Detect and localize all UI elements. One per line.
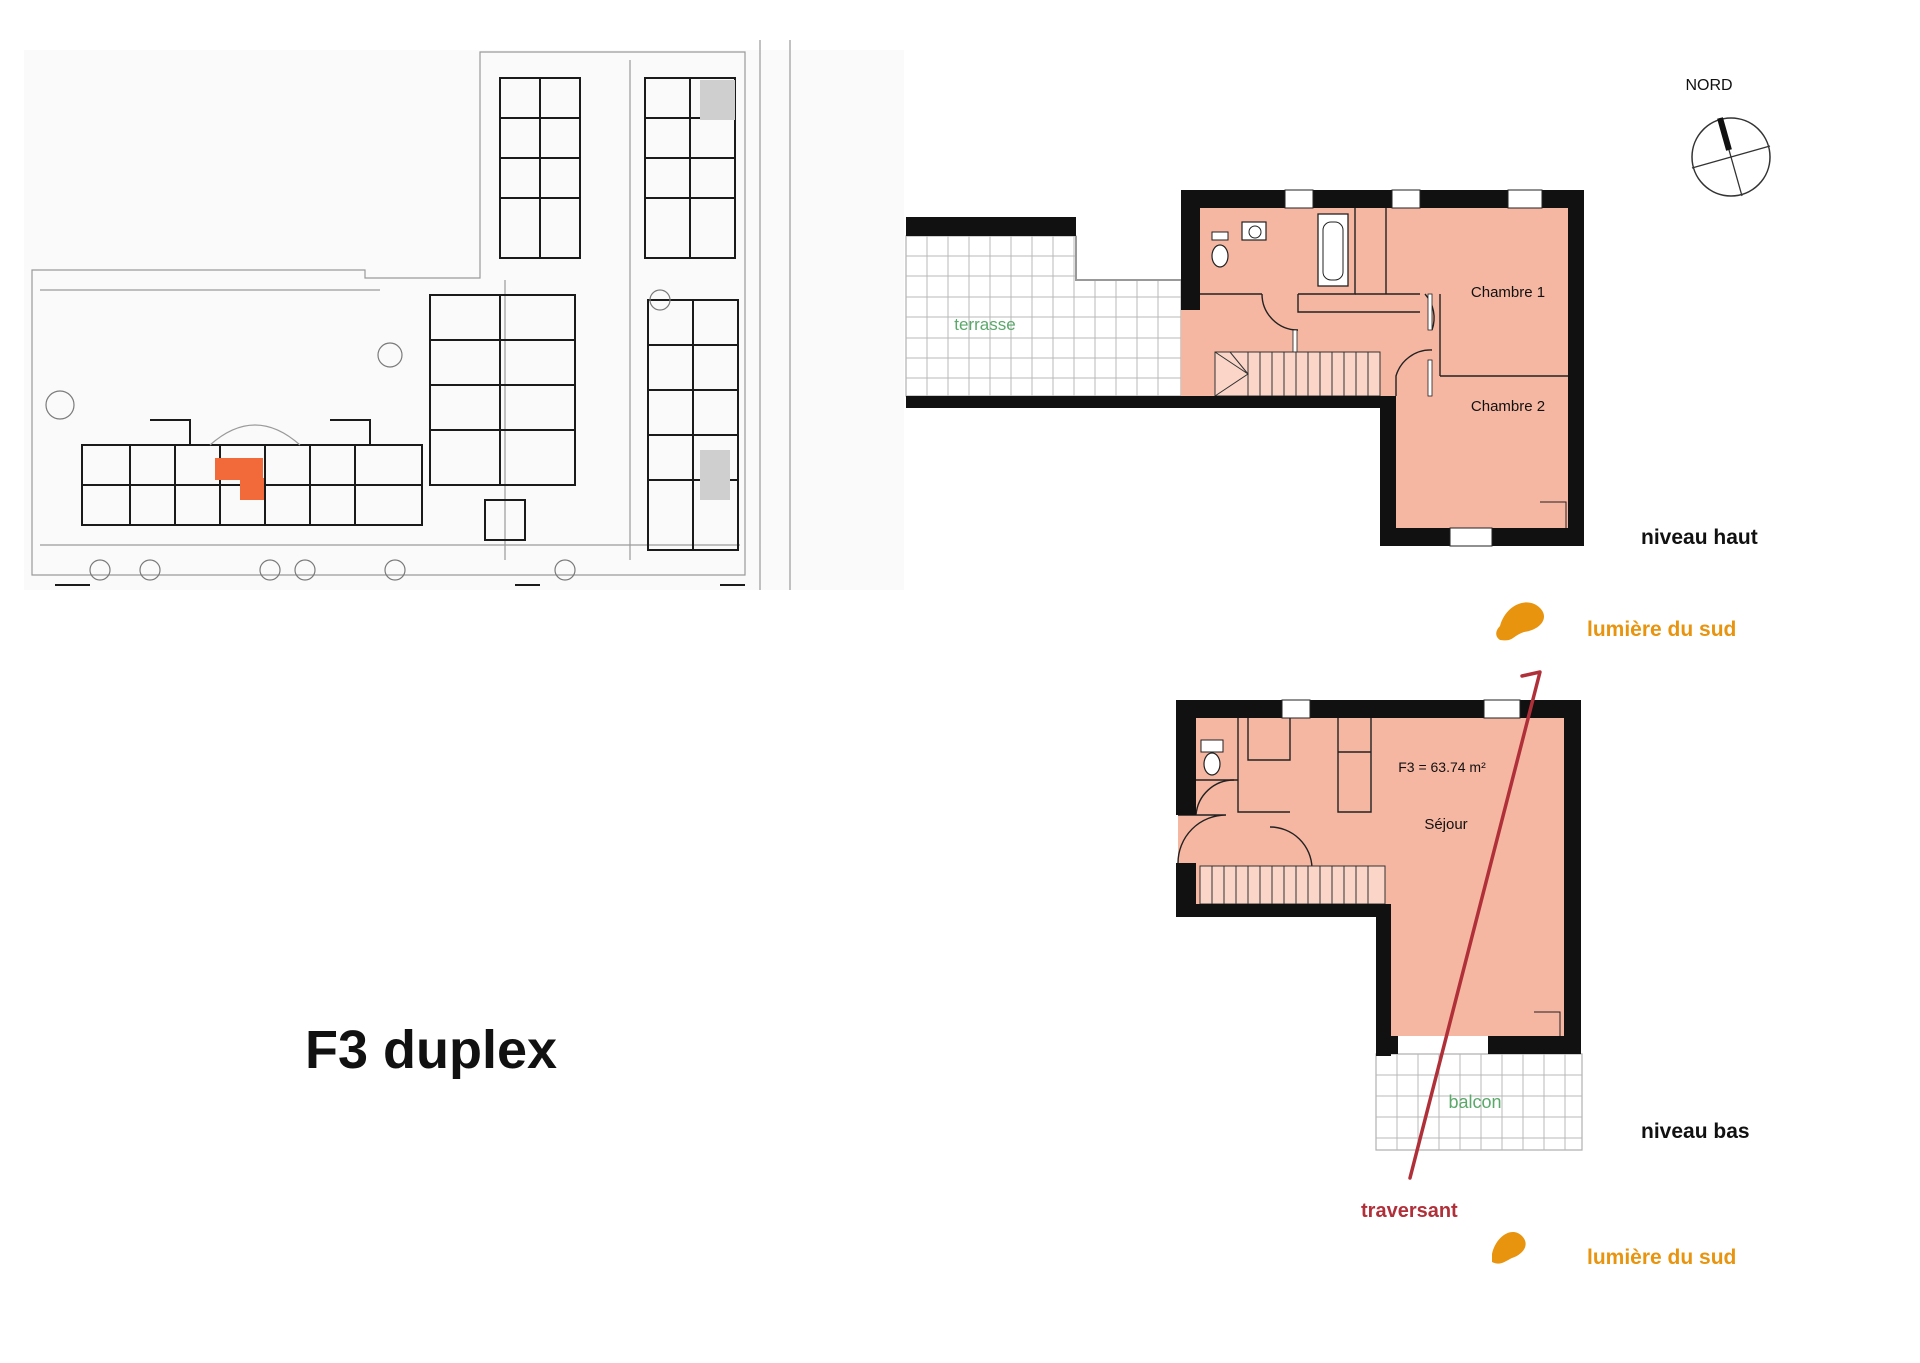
building-block-east bbox=[647, 299, 739, 551]
sun-icon bbox=[1492, 1232, 1526, 1264]
north-circle bbox=[1691, 117, 1771, 197]
washbasin-icon bbox=[1241, 221, 1267, 241]
north-needle-icon bbox=[1717, 117, 1732, 151]
balcony-floor bbox=[1375, 1053, 1583, 1151]
south-light-top: lumière du sud bbox=[1496, 602, 1736, 641]
south-light-label-top: lumière du sud bbox=[1587, 618, 1736, 641]
unit-area-label: F3 = 63.74 m² bbox=[1398, 759, 1486, 775]
site-plan bbox=[24, 40, 904, 590]
window-bedroom1-b bbox=[1507, 189, 1543, 209]
lower-exterior-walls bbox=[1176, 699, 1581, 1056]
upper-partitions bbox=[1200, 208, 1568, 396]
lower-staircase bbox=[1199, 865, 1386, 905]
highlighted-unit-lower bbox=[240, 478, 264, 500]
site-roads bbox=[40, 40, 791, 590]
window-lower-b bbox=[1483, 699, 1521, 719]
window-bedroom1-a bbox=[1391, 189, 1421, 209]
upper-staircase bbox=[1214, 351, 1381, 397]
plan-title: F3 duplex bbox=[305, 1020, 557, 1080]
site-trees bbox=[45, 289, 671, 581]
terrace-parapet-north bbox=[906, 217, 1076, 236]
site-paths bbox=[504, 60, 631, 560]
lower-fixtures bbox=[1177, 718, 1561, 1036]
lower-level-label: niveau bas bbox=[1641, 1120, 1750, 1143]
window-bedroom2 bbox=[1449, 527, 1493, 547]
bathroom-fixtures bbox=[1211, 213, 1349, 287]
lower-level-plan: F3 = 63.74 m² Séjour balcon niveau bas bbox=[1176, 699, 1750, 1151]
wc-icon bbox=[1203, 752, 1221, 776]
upper-level-plan: terrasse Chambre 1 Chambre 2 niveau haut bbox=[905, 189, 1758, 549]
window-lower-a bbox=[1281, 699, 1311, 719]
upper-exterior-walls bbox=[1181, 189, 1584, 547]
highlighted-unit-upper bbox=[215, 458, 263, 480]
sun-icon bbox=[1496, 602, 1545, 641]
bedroom1-label: Chambre 1 bbox=[1471, 284, 1545, 301]
through-label: traversant bbox=[1361, 1200, 1458, 1222]
south-light-label-bottom: lumière du sud bbox=[1587, 1246, 1736, 1269]
building-block-north-1 bbox=[499, 77, 581, 259]
site-plan-background bbox=[24, 50, 904, 590]
building-block-north-2 bbox=[644, 77, 736, 259]
building-block-center bbox=[429, 294, 576, 541]
window-bath bbox=[1284, 189, 1314, 209]
balcony-label: balcon bbox=[1448, 1092, 1501, 1112]
site-boundary bbox=[31, 51, 746, 576]
terrace-label: terrasse bbox=[954, 315, 1015, 334]
north-label: NORD bbox=[1685, 77, 1732, 94]
upper-level-label: niveau haut bbox=[1641, 526, 1758, 549]
through-line bbox=[1408, 670, 1542, 1180]
bedroom2-label: Chambre 2 bbox=[1471, 398, 1545, 415]
building-block-south bbox=[81, 419, 423, 526]
toilet-icon bbox=[1211, 244, 1229, 268]
north-arrow: NORD bbox=[1685, 77, 1771, 197]
south-light-bottom: lumière du sud bbox=[1492, 1232, 1736, 1269]
living-room-label: Séjour bbox=[1424, 816, 1467, 833]
through-annotation: traversant bbox=[1361, 670, 1542, 1222]
